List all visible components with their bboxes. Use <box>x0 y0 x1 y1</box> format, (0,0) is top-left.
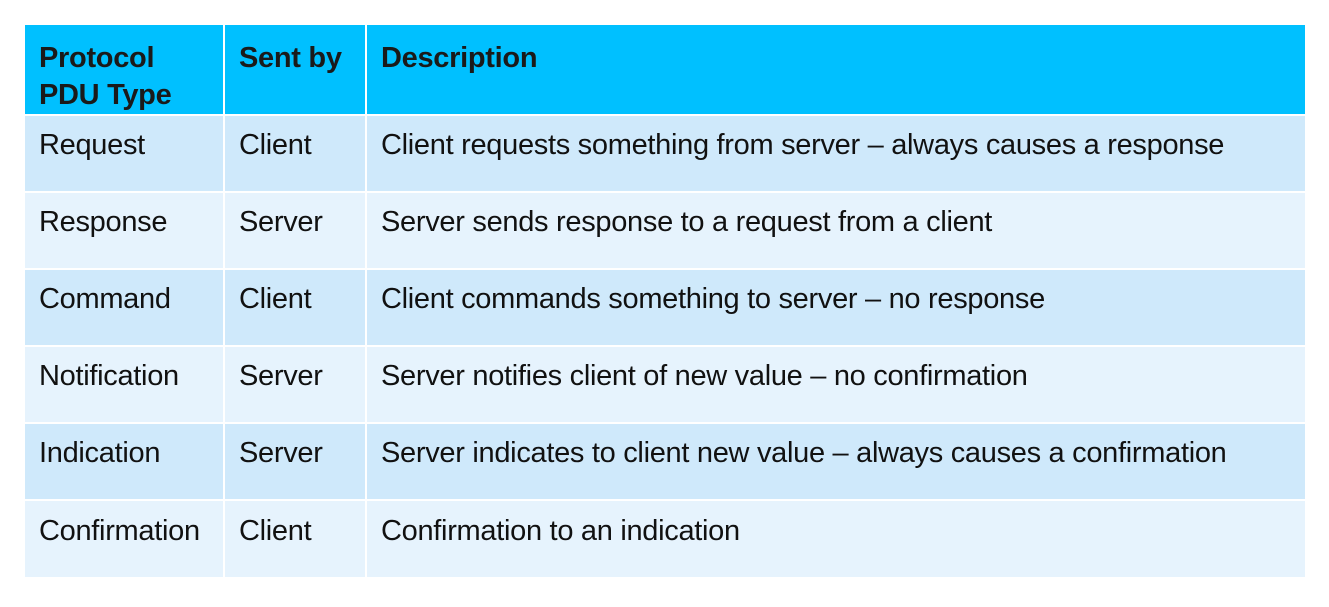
table-row: Indication Server Server indicates to cl… <box>25 422 1305 500</box>
description-text: Confirmation to an indication <box>381 514 740 547</box>
cell-sent-by: Client <box>224 114 367 192</box>
cell-sent-by: Server <box>224 345 367 423</box>
cell-pdu-type: Indication <box>25 422 225 500</box>
cell-sent-by: Server <box>224 422 367 500</box>
pdu-type-text: Response <box>39 206 168 238</box>
table-row: Confirmation Client Confirmation to an i… <box>25 499 1305 577</box>
description-text: Server notifies client of new value – no… <box>381 360 1028 392</box>
cell-description: Server sends response to a request from … <box>366 191 1305 269</box>
sent-by-text: Server <box>239 206 323 238</box>
sent-by-text: Client <box>239 514 312 547</box>
description-text: Server sends response to a request from … <box>381 206 993 238</box>
cell-description: Confirmation to an indication <box>366 499 1305 577</box>
cell-pdu-type: Command <box>25 268 225 346</box>
cell-sent-by: Server <box>224 191 367 269</box>
description-text: Client commands something to server – no… <box>381 283 1045 315</box>
pdu-type-text: Command <box>39 283 171 315</box>
pdu-table-container: Protocol PDU Type Sent by Description Re… <box>25 25 1305 577</box>
sent-by-text: Server <box>239 360 323 392</box>
cell-pdu-type: Request <box>25 114 225 192</box>
header-description: Description <box>366 25 1305 115</box>
table-row: Request Client Client requests something… <box>25 114 1305 192</box>
pdu-type-text: Confirmation <box>39 514 200 547</box>
table-row: Response Server Server sends response to… <box>25 191 1305 269</box>
pdu-type-table: Protocol PDU Type Sent by Description Re… <box>25 25 1305 577</box>
table-row: Notification Server Server notifies clie… <box>25 345 1305 423</box>
cell-description: Server indicates to client new value – a… <box>366 422 1305 500</box>
cell-description: Server notifies client of new value – no… <box>366 345 1305 423</box>
description-text: Client requests something from server – … <box>381 129 1225 161</box>
table-row: Command Client Client commands something… <box>25 268 1305 346</box>
header-sent-by: Sent by <box>224 25 367 115</box>
cell-pdu-type: Response <box>25 191 225 269</box>
cell-description: Client requests something from server – … <box>366 114 1305 192</box>
pdu-type-text: Request <box>39 129 145 161</box>
table-header-row: Protocol PDU Type Sent by Description <box>25 25 1305 115</box>
cell-pdu-type: Confirmation <box>25 499 225 577</box>
description-text: Server indicates to client new value – a… <box>381 437 1227 469</box>
header-protocol-pdu-type: Protocol PDU Type <box>25 25 225 115</box>
pdu-type-text: Indication <box>39 437 161 469</box>
cell-sent-by: Client <box>224 499 367 577</box>
sent-by-text: Server <box>239 437 323 469</box>
sent-by-text: Client <box>239 129 312 161</box>
pdu-type-text: Notification <box>39 360 179 392</box>
cell-sent-by: Client <box>224 268 367 346</box>
sent-by-text: Client <box>239 283 312 315</box>
cell-description: Client commands something to server – no… <box>366 268 1305 346</box>
cell-pdu-type: Notification <box>25 345 225 423</box>
